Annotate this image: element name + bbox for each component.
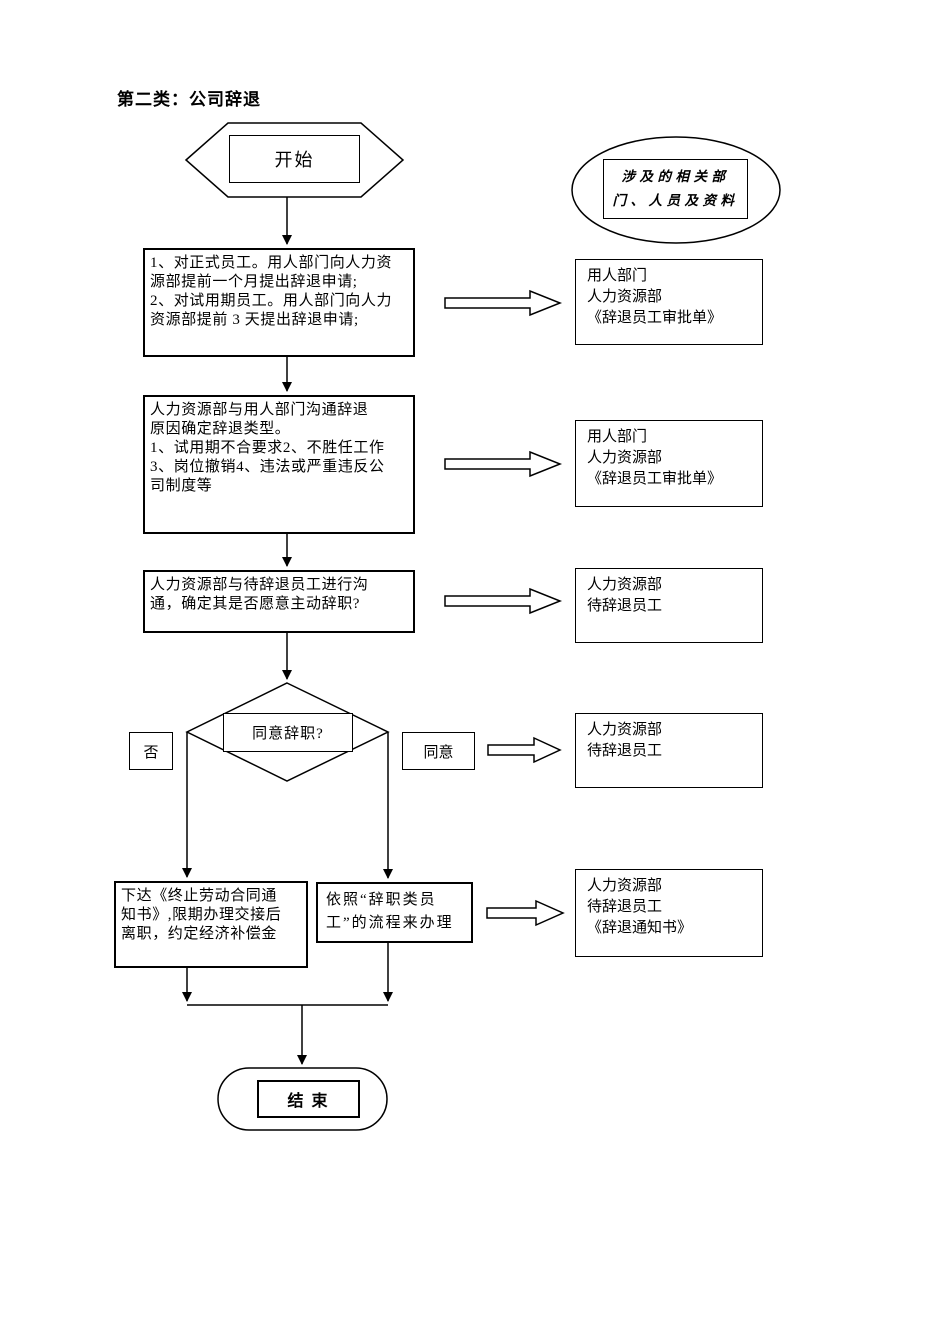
process-box-confirm-type: 人力资源部与用人部门沟通辞退 原因确定辞退类型。 1、试用期不合要求2、不胜任工… xyxy=(143,395,415,534)
annotation-box-4: 人力资源部 待辞退员工 xyxy=(575,713,763,788)
block-arrow-2 xyxy=(444,450,563,478)
annotation-box-1: 用人部门 人力资源部 《辞退员工审批单》 xyxy=(575,259,763,345)
legend-box: 涉及的相关部 门、人员及资料 xyxy=(603,159,748,219)
yes-action-box: 依照“辞职类员 工”的流程来办理 xyxy=(316,882,473,943)
annotation-box-5: 人力资源部 待辞退员工 《辞退通知书》 xyxy=(575,869,763,957)
block-arrow-3 xyxy=(444,587,563,615)
decision-label: 同意辞职? xyxy=(223,713,353,752)
block-arrow-4 xyxy=(487,736,562,764)
annotation-box-2: 用人部门 人力资源部 《辞退员工审批单》 xyxy=(575,420,763,507)
decision-yes-label: 同意 xyxy=(402,732,475,770)
no-action-box: 下达《终止劳动合同通 知书》,限期办理交接后 离职，约定经济补偿金 xyxy=(114,881,308,968)
block-arrow-5 xyxy=(486,899,565,927)
block-arrow-1 xyxy=(444,289,563,317)
process-box-communicate: 人力资源部与待辞退员工进行沟 通，确定其是否愿意主动辞职? xyxy=(143,570,415,633)
page-title: 第二类：公司辞退 xyxy=(117,90,261,109)
process-box-apply: 1、对正式员工。用人部门向人力资 源部提前一个月提出辞退申请; 2、对试用期员工… xyxy=(143,248,415,357)
end-node-label: 结 束 xyxy=(257,1080,360,1118)
start-node-label: 开始 xyxy=(229,135,360,183)
annotation-box-3: 人力资源部 待辞退员工 xyxy=(575,568,763,643)
decision-no-label: 否 xyxy=(129,732,173,770)
